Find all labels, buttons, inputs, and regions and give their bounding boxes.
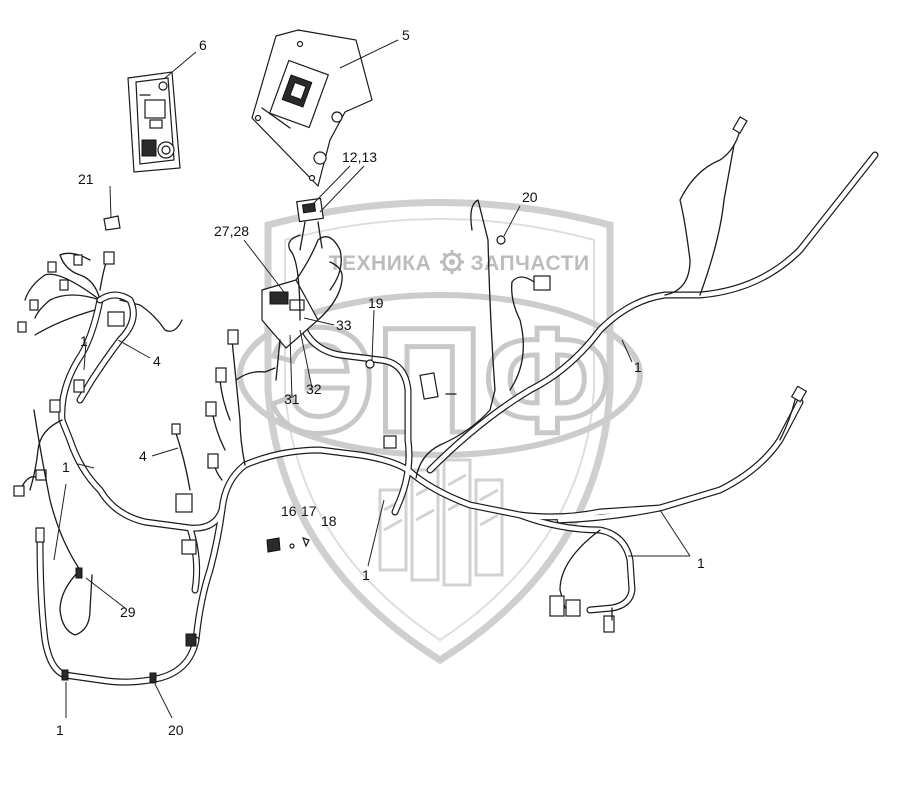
callout-27-28: 27,28 <box>214 223 249 239</box>
clip-part-21 <box>103 215 121 231</box>
callout-1-right-lower: 1 <box>697 555 705 571</box>
watermark-brand-right: ЗАПЧАСТИ <box>470 252 589 275</box>
callout-1-left-mid: 1 <box>62 459 70 475</box>
callout-12-13: 12,13 <box>342 149 377 165</box>
gear-icon <box>440 250 464 274</box>
callout-1-right: 1 <box>634 359 642 375</box>
main-harness <box>13 116 879 686</box>
watermark-skyline <box>378 458 504 587</box>
callout-18: 18 <box>321 513 337 529</box>
callout-19: 19 <box>368 295 384 311</box>
callout-21: 21 <box>78 171 94 187</box>
callout-31: 31 <box>284 391 300 407</box>
callout-33: 33 <box>336 317 352 333</box>
controller-plate-part-5 <box>251 29 373 188</box>
leader-lines <box>53 39 691 719</box>
callout-20-top: 20 <box>522 189 538 205</box>
watermark-shield <box>264 199 614 665</box>
callout-16: 16 <box>281 503 297 519</box>
watermark-brand-left: ТЕХНИКА <box>329 252 432 275</box>
watermark-oval <box>237 292 643 458</box>
callout-1-centre: 1 <box>362 567 370 583</box>
watermark-logo-letters: ЭПФ <box>269 296 612 464</box>
callout-6: 6 <box>199 37 207 53</box>
watermark: ЭПФ ТЕХНИКА ЗАПЧАСТИ <box>237 199 643 665</box>
watermark-shield-inner <box>284 218 595 642</box>
callout-5: 5 <box>402 27 410 43</box>
callout-29: 29 <box>120 604 136 620</box>
relay-panel-part-6 <box>127 71 181 173</box>
callout-17: 17 <box>301 503 317 519</box>
callout-4-upper: 4 <box>153 353 161 369</box>
callout-labels: 6 5 12,13 21 27,28 20 19 33 1 4 32 31 1 … <box>56 27 705 738</box>
callout-1-left-upper: 1 <box>80 333 88 349</box>
callout-32: 32 <box>306 381 322 397</box>
small-parts-16-17-18 <box>266 537 310 553</box>
callout-20-bottom: 20 <box>168 722 184 738</box>
connector-part-12-13 <box>296 197 324 251</box>
callout-1-bottom: 1 <box>56 722 64 738</box>
callout-4-lower: 4 <box>139 448 147 464</box>
